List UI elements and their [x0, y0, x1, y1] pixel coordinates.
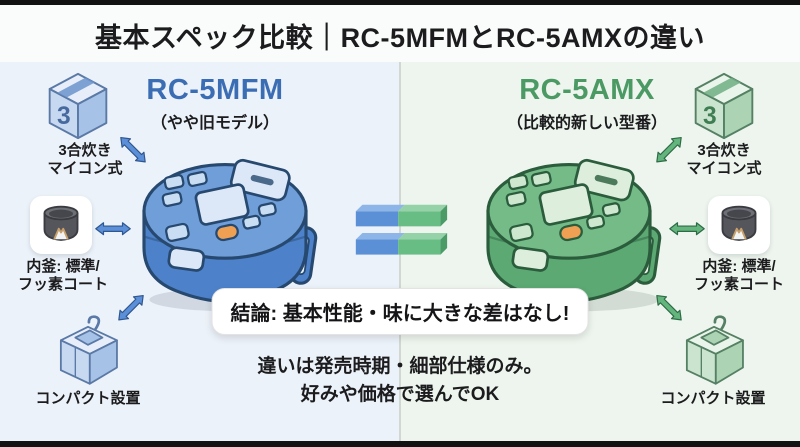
- blue-rice-cooker-illustration: [142, 158, 318, 312]
- left-model-header: RC-5MFM （やや旧モデル）: [120, 74, 310, 133]
- difference-note-line1: 違いは発売時期・細部仕様のみ。: [257, 356, 543, 377]
- capacity-box-icon: 3: [694, 72, 754, 140]
- difference-note-line2: 好みや価格で選んでOK: [300, 384, 500, 405]
- feature-label-capacity: 3合炊き マイコン式: [686, 142, 762, 178]
- box-capacity-number: 3: [57, 103, 71, 130]
- compact-sink-icon: [59, 315, 118, 385]
- compare-arrow-icon: [118, 294, 144, 321]
- inner-pot-icon: [43, 205, 79, 241]
- feature-label-pot: 内釜: 標準/ フッ素コート: [17, 258, 108, 294]
- inner-pot-tile: [30, 196, 92, 254]
- inner-pot-icon: [721, 205, 757, 241]
- bottom-letterbox-bar: [0, 441, 800, 447]
- compare-arrow-icon: [120, 136, 146, 163]
- right-model-header: RC-5AMX （比較的新しい型番）: [492, 74, 682, 133]
- page-title: 基本スペック比較｜RC-5MFMとRC-5AMXの違い: [94, 23, 706, 53]
- top-letterbox-bar: [0, 0, 800, 5]
- right-model-note: （比較的新しい型番）: [506, 115, 667, 132]
- feature-label-compact: コンパクト設置: [35, 390, 141, 407]
- feature-label-pot: 内釜: 標準/ フッ素コート: [693, 258, 784, 294]
- compare-arrow-icon: [656, 294, 682, 321]
- right-model-name: RC-5AMX: [519, 74, 655, 106]
- box-capacity-number: 3: [703, 103, 717, 130]
- capacity-box-icon: 3: [48, 72, 108, 140]
- compact-sink-icon: [685, 315, 744, 385]
- feature-label-capacity: 3合炊き マイコン式: [47, 142, 123, 178]
- compare-arrow-icon: [669, 222, 705, 236]
- feature-label-compact: コンパクト設置: [660, 390, 766, 407]
- equals-icon: [355, 204, 448, 255]
- conclusion-badge: 結論: 基本性能・味に大きな差はなし!: [211, 288, 589, 335]
- left-model-note: （やや旧モデル）: [150, 115, 279, 132]
- left-model-name: RC-5MFM: [146, 74, 284, 106]
- compare-arrow-icon: [656, 136, 682, 163]
- inner-pot-tile: [708, 196, 770, 254]
- compare-arrow-icon: [95, 222, 131, 236]
- green-rice-cooker-illustration: [486, 158, 662, 312]
